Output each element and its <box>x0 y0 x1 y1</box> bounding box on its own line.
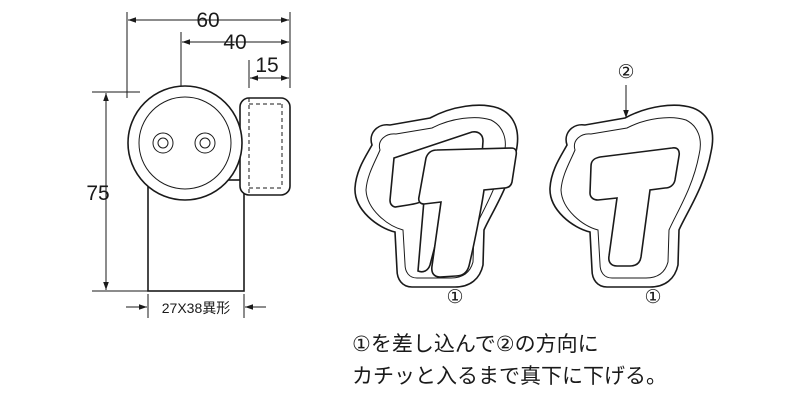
dim-15-label: 15 <box>255 54 278 77</box>
step1-marker-right: ① <box>644 286 661 308</box>
wall-base-inner-2 <box>560 117 701 279</box>
screw-hole-right <box>194 132 216 154</box>
fitting-round-head <box>127 85 243 201</box>
instruction-line-1: ①を差し込んで②の方向に <box>352 332 599 356</box>
dim-60-label: 60 <box>196 9 219 32</box>
step1-marker-left: ① <box>446 286 463 308</box>
fitting-front-view: 60 40 15 75 27X38異形 <box>86 9 291 318</box>
dim-40-label: 40 <box>223 31 246 54</box>
step2-marker: ② <box>617 61 634 83</box>
dim-75-label: 75 <box>86 182 109 205</box>
section-size-label: 27X38異形 <box>162 300 230 316</box>
fitting-t-seated <box>589 147 681 267</box>
instruction-line-2: カチッと入るまで真下に下げる。 <box>352 364 667 388</box>
screw-hole-left <box>152 132 174 154</box>
step1-insertion-figure: ① <box>354 104 519 308</box>
step2-final-figure: ② ① <box>549 61 714 308</box>
fitting-inner-ring <box>138 96 232 190</box>
